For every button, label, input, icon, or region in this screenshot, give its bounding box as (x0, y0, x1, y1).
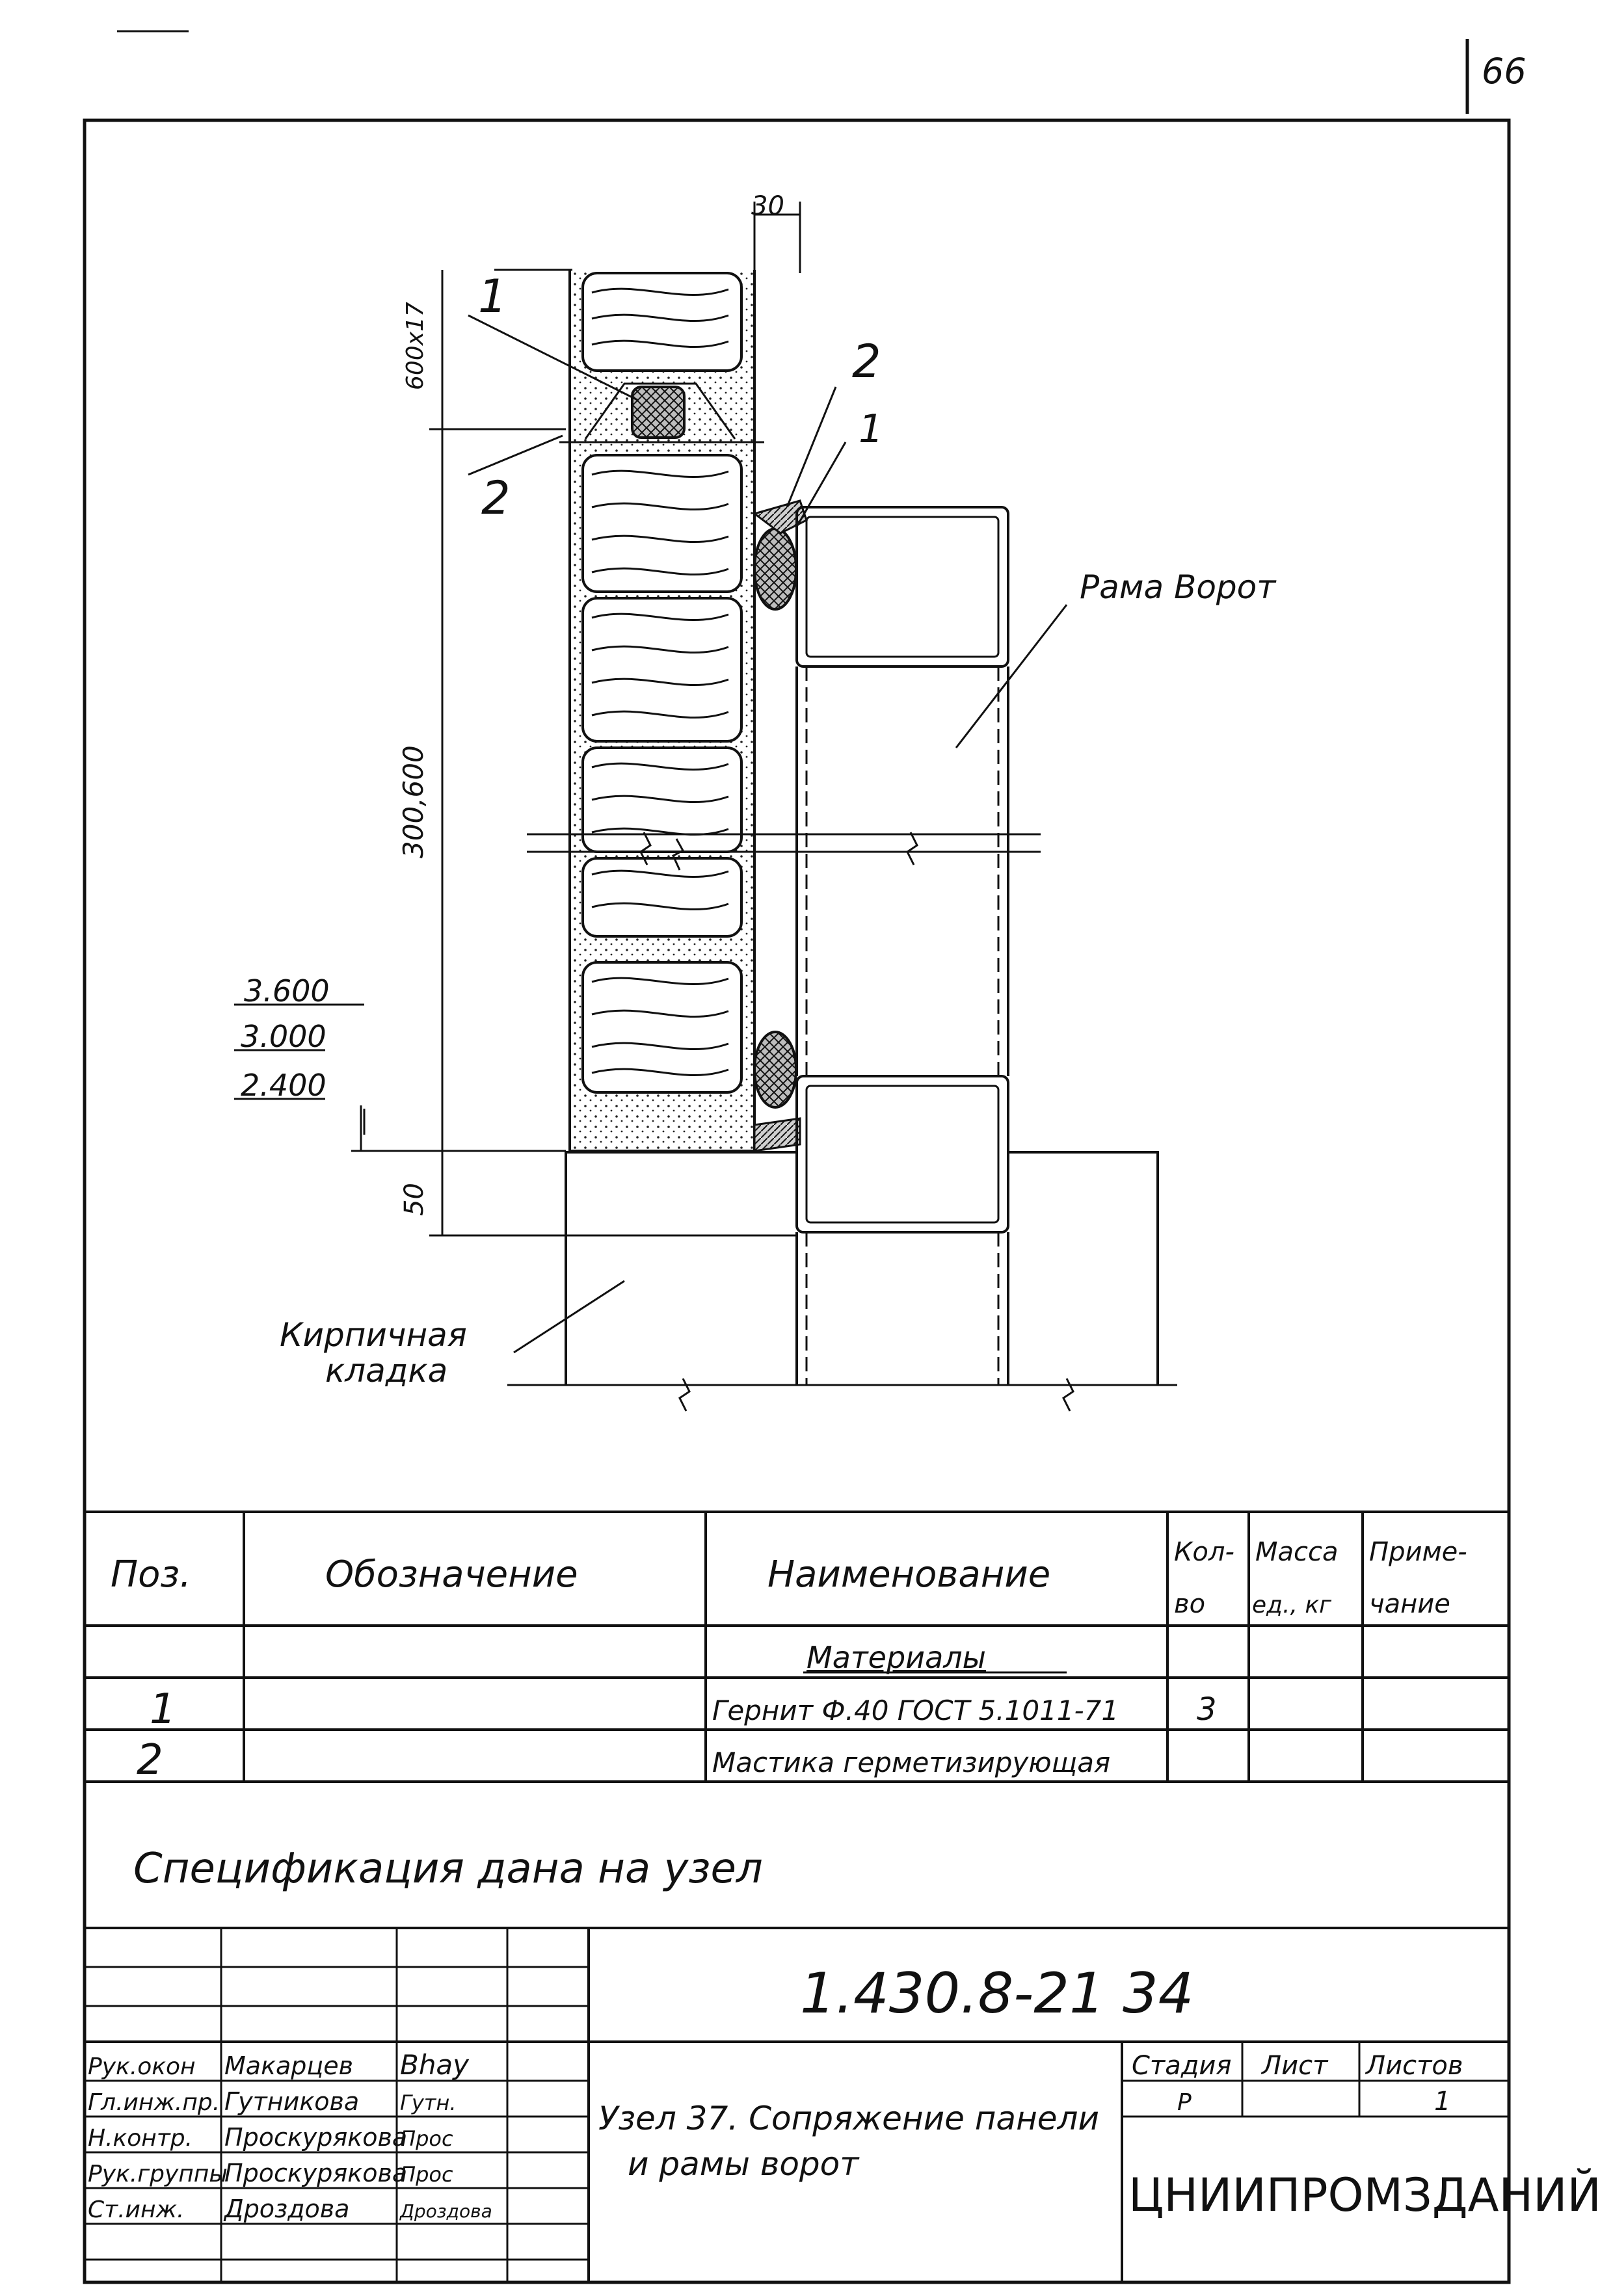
sheets-value: 1 (1434, 2087, 1450, 2117)
gasket-bottom (753, 1031, 797, 1109)
role-3: Н.контр. (88, 2125, 193, 2152)
stage-value: Р (1177, 2089, 1192, 2116)
role-5: Ст.инж. (88, 2197, 184, 2223)
hdr-qty-2: во (1174, 1589, 1205, 1619)
node-drawing (234, 202, 1177, 1412)
row-1-qty: 3 (1197, 1691, 1217, 1728)
stage-label: Стадия (1132, 2051, 1231, 2081)
callout-2-left: 2 (481, 471, 511, 525)
gate-frame-top-tube (795, 506, 1009, 668)
dim-panel: 300,600 (397, 745, 429, 858)
organization: ЦНИИПРОМЗДАНИЙ (1128, 2169, 1601, 2222)
name-2: Гутникова (224, 2087, 359, 2116)
label-brick-1: Кирпичная (280, 1316, 467, 1354)
signature-2: Гутн. (400, 2091, 457, 2115)
row-2-pos: 2 (137, 1736, 163, 1784)
name-4: Проскурякова (224, 2159, 407, 2187)
level-3: 2.400 (241, 1068, 327, 1103)
hdr-name: Наименование (767, 1553, 1050, 1596)
hdr-pos: Поз. (111, 1553, 191, 1596)
row-1-name: Гернит Ф.40 ГОСТ 5.1011-71 (712, 1695, 1119, 1726)
signature-1: Bhay (400, 2049, 470, 2081)
name-1: Макарцев (224, 2052, 353, 2080)
spec-table (85, 1511, 1509, 1929)
label-gate-frame: Рама Ворот (1080, 568, 1277, 606)
dim-base: 50 (399, 1183, 429, 1216)
level-2: 3.000 (241, 1019, 327, 1054)
label-brick-2: кладка (325, 1352, 447, 1390)
gate-frame-bottom-tube (795, 1075, 1009, 1234)
role-2: Гл.инж.пр. (88, 2089, 220, 2116)
sheet-frame (83, 118, 1511, 2284)
hdr-note-1: Приме- (1369, 1537, 1467, 1567)
signature-4: Прос (400, 2162, 453, 2187)
sheet-label: Лист (1260, 2051, 1329, 2081)
signature-5: Дроздова (399, 2200, 492, 2222)
title-line-2: и рамы ворот (628, 2145, 860, 2183)
role-4: Рук.группы (88, 2161, 228, 2187)
gasket-top (631, 386, 686, 439)
role-1: Рук.окон (88, 2053, 196, 2080)
signature-3: Прос (400, 2126, 453, 2151)
hdr-mass-1: Масса (1255, 1537, 1339, 1567)
brick-masonry (565, 1151, 1159, 1385)
name-5: Дроздова (223, 2195, 349, 2223)
level-1: 3.600 (244, 973, 330, 1009)
dim-top: 30 (751, 191, 784, 221)
section-materials: Материалы (806, 1640, 986, 1675)
spec-footnote: Спецификация дана на узел (133, 1845, 763, 1893)
hdr-note-2: чание (1369, 1589, 1450, 1619)
hdr-qty-1: Кол- (1174, 1537, 1234, 1567)
hdr-mass-2: ед., кг (1252, 1592, 1332, 1618)
callout-2-right: 2 (852, 335, 881, 388)
row-1-pos: 1 (150, 1685, 176, 1734)
page-number: 66 (1482, 51, 1526, 92)
callout-1-right: 1 (859, 406, 883, 452)
hdr-designation: Обозначение (325, 1553, 578, 1596)
title-line-1: Узел 37. Сопряжение панели (598, 2100, 1099, 2137)
gasket-mid (753, 527, 797, 611)
doc-code: 1.430.8-21 34 (800, 1961, 1194, 2026)
title-block (85, 1928, 1509, 2282)
callout-1-left: 1 (478, 270, 507, 323)
row-2-name: Мастика герметизирующая (712, 1747, 1110, 1778)
sheets-label: Листов (1365, 2051, 1463, 2081)
name-3: Проскурякова (224, 2123, 407, 2152)
dim-panel-top: 600x17 (402, 302, 429, 390)
